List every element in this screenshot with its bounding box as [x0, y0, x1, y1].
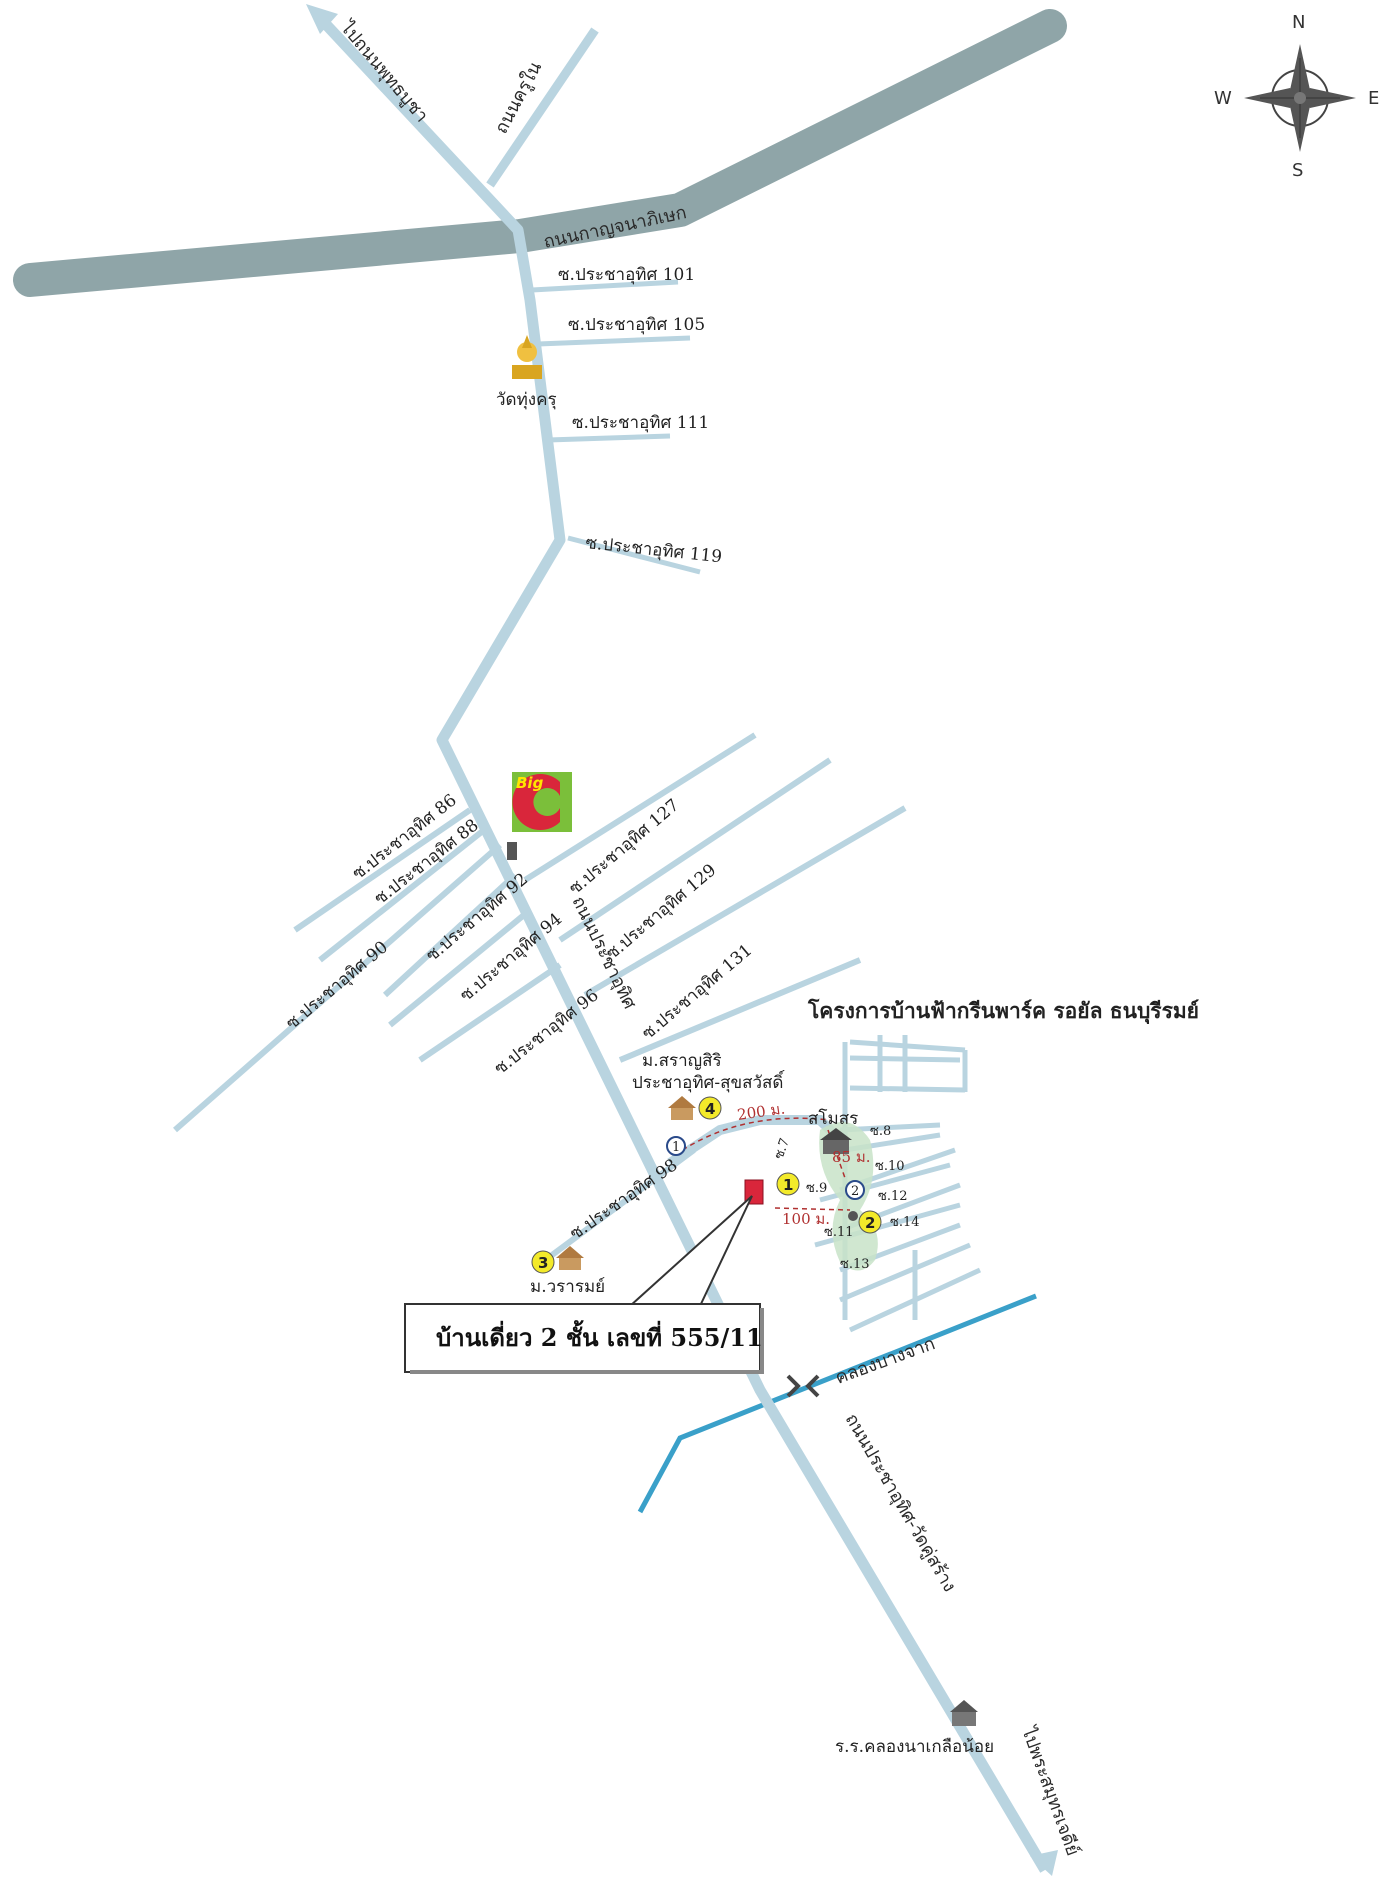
compass-east: E [1368, 88, 1379, 109]
label-soi-101: ซ.ประชาอุทิศ 101 [558, 265, 695, 285]
callout-pointer [627, 1195, 753, 1307]
khru-nai-road [486, 27, 599, 188]
big-c-label: Big [516, 774, 544, 792]
callout-text: บ้านเดี่ยว 2 ชั้น เลขที่ 555/11 [436, 1319, 763, 1352]
village-saransiri-icon [668, 1096, 696, 1120]
label-inner-soi-11: ซ.11 [824, 1225, 854, 1240]
traffic-light-icon [507, 842, 517, 860]
label-inner-soi-14: ซ.14 [890, 1215, 920, 1230]
compass-north: N [1292, 12, 1305, 33]
label-canal: คลองบางจาก [833, 1333, 938, 1388]
junction-dot [848, 1211, 858, 1221]
south-arrow-icon [1030, 1850, 1058, 1876]
temple-icon [512, 335, 542, 379]
marker-1-blue-label: 1 [672, 1140, 680, 1155]
big-c-logo [512, 772, 572, 832]
label-wat-thung-khru: วัดทุ่งครุ [496, 390, 557, 410]
compass-rose-icon [1244, 44, 1356, 152]
callout-box [404, 1303, 761, 1373]
marker-2-label: 2 [865, 1214, 875, 1232]
compass-west: W [1214, 88, 1232, 109]
east-sois [523, 732, 907, 1063]
marker-2-blue [845, 1180, 865, 1200]
label-to-phutthamonthon: ไปถนนพุทธบูชา [335, 16, 433, 127]
label-inner-soi-7: ซ.7 [772, 1136, 793, 1161]
school-icon [950, 1700, 978, 1726]
north-arrow-icon [306, 4, 338, 34]
label-saransiri: ม.สราญสิริ [642, 1051, 722, 1071]
clubhouse-icon [820, 1128, 852, 1154]
label-khru-nai: ถนนครูใน [490, 58, 546, 137]
label-distance-100: 100 ม. [782, 1210, 830, 1228]
marker-1-blue [666, 1136, 686, 1156]
pracha-uthit-road [315, 14, 1050, 1873]
label-soi-127: ซ.ประชาอุทิศ 127 [565, 795, 683, 898]
label-inner-soi-12: ซ.12 [878, 1189, 908, 1204]
label-soi-90: ซ.ประชาอุทิศ 90 [282, 937, 392, 1034]
marker-3-label: 3 [538, 1254, 548, 1272]
north-sois [531, 279, 701, 575]
marker-2-blue-label: 2 [851, 1184, 859, 1199]
label-inner-soi-8: ซ.8 [870, 1124, 891, 1139]
label-school: ร.ร.คลองนาเกลือน้อย [835, 1737, 994, 1757]
marker-4-label: 4 [705, 1100, 715, 1118]
label-inner-soi-10: ซ.10 [875, 1159, 905, 1174]
label-inner-soi-9: ซ.9 [806, 1181, 827, 1196]
compass-south: S [1292, 160, 1303, 181]
marker-3-yellow [531, 1250, 555, 1274]
distance-lines [674, 1117, 851, 1211]
west-sois [173, 807, 696, 1261]
marker-1-yellow [776, 1172, 800, 1196]
village-wararom-icon [556, 1246, 584, 1270]
label-saransiri-line2: ประชาอุทิศ-สุขสวัสดิ์ [632, 1070, 785, 1093]
bridge-icon [786, 1374, 820, 1398]
label-wararom: ม.วรารมย์ [530, 1277, 605, 1297]
label-pracha-uthit-wat-khu-sang: ถนนประชาอุทิศ-วัดคู่สร้าง [841, 1410, 960, 1596]
label-clubhouse: สโมสร [808, 1108, 858, 1129]
canal-line [637, 1293, 1037, 1514]
project-title: โครงการบ้านฟ้ากรีนพาร์ค รอยัล ธนบุรีรมย์ [807, 998, 1199, 1025]
label-soi-111: ซ.ประชาอุทิศ 111 [572, 413, 709, 433]
marker-2-yellow [858, 1210, 882, 1234]
label-inner-soi-13: ซ.13 [840, 1257, 870, 1272]
marker-1-label: 1 [783, 1176, 793, 1194]
label-soi-105: ซ.ประชาอุทิศ 105 [568, 315, 705, 335]
label-distance-85: 85 ม. [832, 1148, 871, 1166]
marker-4-yellow [698, 1096, 722, 1120]
kanchanaphisek-road [13, 9, 1067, 297]
